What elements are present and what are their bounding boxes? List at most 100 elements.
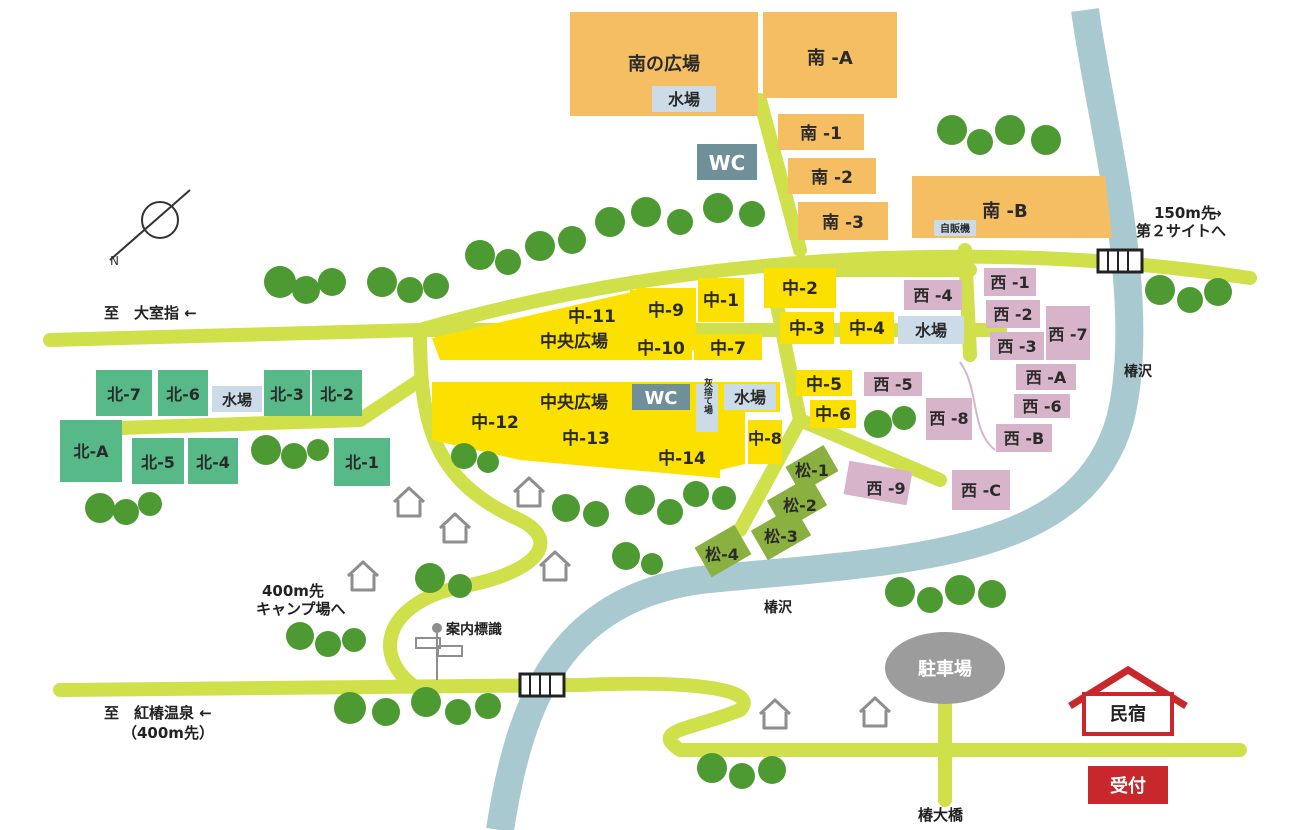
- site-north-2-label: 北-2: [320, 385, 354, 404]
- site-central-14-label: 中-14: [658, 448, 706, 469]
- site-central-3[interactable]: [780, 312, 834, 344]
- site-west-4[interactable]: [904, 280, 962, 310]
- river: [486, 8, 1144, 830]
- site-pine-2-label: 松-2: [783, 496, 817, 515]
- site-west-b-label: 西 -B: [1004, 429, 1044, 448]
- site-north-3[interactable]: [264, 370, 310, 416]
- central-plaza-upper-label: 中央広場: [540, 331, 608, 352]
- site-central-1[interactable]: [698, 278, 744, 322]
- parking-label: 駐車場: [918, 658, 972, 680]
- site-west-b[interactable]: [996, 424, 1052, 452]
- site-north-5-label: 北-5: [141, 453, 175, 472]
- site-central-3-label: 中-3: [789, 318, 825, 339]
- site-central-2-label: 中-2: [782, 278, 818, 299]
- bridge-south: [518, 672, 566, 698]
- site-pine-4-label: 松-4: [705, 545, 739, 564]
- place-tsubakisawa-2: 椿沢: [764, 599, 793, 616]
- site-south-3-label: 南 -3: [822, 212, 864, 233]
- south-water-box: [652, 86, 716, 112]
- site-pine-3[interactable]: [750, 505, 812, 561]
- site-west-9-label: 西 -9: [866, 479, 905, 498]
- site-central-4[interactable]: [840, 312, 894, 344]
- ash-dump-label: 灰捨て場: [702, 377, 713, 415]
- direction-hotspring-1: 至 紅椿温泉 ←: [104, 704, 212, 722]
- site-west-3-label: 西 -3: [997, 337, 1036, 356]
- site-west-9[interactable]: [843, 460, 913, 506]
- site-north-a[interactable]: [60, 420, 122, 482]
- site-central-12-label: 中-12: [471, 412, 519, 433]
- site-central-10[interactable]: [630, 336, 692, 360]
- site-north-1[interactable]: [334, 438, 390, 486]
- direction-hotspring-2: （400m先）: [122, 724, 214, 742]
- direction-second-site-2: 第２サイトへ: [1136, 222, 1226, 240]
- site-west-3[interactable]: [990, 332, 1044, 360]
- site-north-2[interactable]: [312, 370, 362, 416]
- site-south-2[interactable]: [788, 158, 876, 194]
- site-west-2[interactable]: [986, 300, 1040, 328]
- site-pine-4[interactable]: [694, 524, 752, 578]
- site-central-7[interactable]: [694, 334, 762, 360]
- svg-text:N: N: [110, 254, 119, 268]
- tree-group: [85, 115, 1232, 789]
- site-south-1[interactable]: [778, 114, 864, 150]
- site-south-3[interactable]: [798, 202, 888, 240]
- site-west-1[interactable]: [984, 268, 1036, 296]
- site-central-13-label: 中-13: [562, 428, 610, 449]
- site-south-b-label: 南 -B: [982, 200, 1027, 222]
- site-pine-1[interactable]: [785, 445, 839, 493]
- site-west-6[interactable]: [1014, 394, 1070, 418]
- minshuku-label: 民宿: [1110, 703, 1146, 725]
- site-north-3-label: 北-3: [270, 385, 304, 404]
- central-plaza-lower-label: 中央広場: [540, 392, 608, 413]
- site-central-11-label: 中-11: [568, 306, 616, 327]
- site-central-5[interactable]: [796, 370, 852, 396]
- site-west-5[interactable]: [864, 372, 922, 396]
- site-west-a[interactable]: [1016, 364, 1076, 390]
- site-west-c[interactable]: [952, 470, 1010, 510]
- site-central-4-label: 中-4: [849, 318, 885, 339]
- site-south-a[interactable]: [763, 12, 897, 98]
- place-tsubakisawa-1: 椿沢: [1124, 363, 1153, 380]
- site-central-1-label: 中-1: [703, 290, 739, 311]
- site-central-9[interactable]: [636, 288, 696, 330]
- central-water-plaza: [724, 384, 776, 410]
- central-plaza-lower: [432, 382, 780, 478]
- site-central-6[interactable]: [810, 400, 856, 428]
- site-north-5[interactable]: [132, 438, 184, 484]
- site-pine-1-label: 松-1: [795, 461, 829, 480]
- reception[interactable]: [1088, 766, 1168, 804]
- parking[interactable]: [885, 632, 1005, 704]
- site-north-6[interactable]: [158, 370, 208, 416]
- vending-machine-label: 自販機: [940, 222, 970, 235]
- site-west-6-label: 西 -6: [1022, 397, 1061, 416]
- south-water-label: 水場: [668, 90, 700, 109]
- central-water-plaza-label: 水場: [734, 388, 766, 407]
- site-west-8[interactable]: [926, 398, 972, 440]
- site-central-8-label: 中-8: [748, 429, 782, 448]
- central-wc-label: WC: [644, 388, 677, 409]
- compass-icon: N: [109, 189, 191, 268]
- north-area: [60, 370, 390, 486]
- site-west-8-label: 西 -8: [929, 409, 968, 428]
- site-north-4[interactable]: [188, 438, 238, 484]
- minshuku-house-icon[interactable]: [1068, 665, 1188, 736]
- site-central-10-label: 中-10: [637, 338, 685, 359]
- central-water-east: [898, 316, 964, 344]
- site-central-6-label: 中-6: [815, 404, 851, 425]
- direction-camp-2: キャンプ場へ: [256, 600, 346, 618]
- bridge-north: [1096, 248, 1144, 274]
- site-west-2-label: 西 -2: [993, 305, 1032, 324]
- site-north-7[interactable]: [96, 370, 152, 416]
- site-central-2[interactable]: [764, 268, 836, 308]
- site-central-7-label: 中-7: [710, 338, 746, 359]
- site-west-7[interactable]: [1046, 306, 1090, 360]
- site-north-a-label: 北-A: [73, 442, 109, 461]
- wc-south: [697, 144, 757, 180]
- central-wc: [632, 384, 690, 410]
- central-water-east-label: 水場: [915, 321, 947, 340]
- site-west-4-label: 西 -4: [913, 286, 952, 305]
- site-central-8[interactable]: [748, 420, 782, 464]
- site-north-6-label: 北-6: [166, 385, 200, 404]
- pine-area: [694, 445, 839, 578]
